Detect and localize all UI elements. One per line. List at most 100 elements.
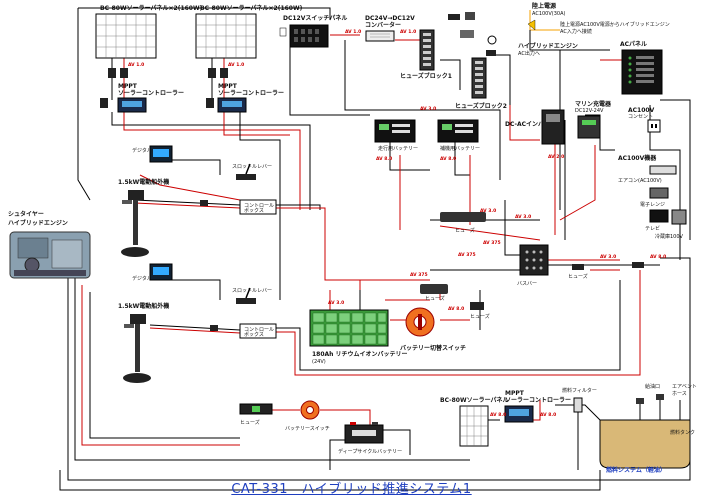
meter2-label: 補機用バッテリー (440, 145, 480, 152)
amp-label-4: AV 2.0 (548, 154, 564, 160)
fuel-filter: 燃料フィルター (562, 387, 597, 413)
amp-label-14: AV 375 (410, 272, 428, 278)
device-small (465, 12, 475, 20)
charger-label-b: DC12V-24V (575, 108, 604, 114)
solar3-label: BC-80Wソーラーパネル (440, 396, 509, 404)
amp-label-16: AV 8.0 (490, 412, 506, 418)
deepcycle-label: ディープサイクルバッテリー (338, 448, 402, 455)
amp-label-6: AV 8.0 (440, 156, 456, 162)
inverter-label: DC-ACインバーター (505, 120, 562, 128)
converter-label-b: コンバーター (365, 21, 401, 29)
fuse1-label: ヒューズ (455, 227, 475, 234)
battery-meter-2: 補機用バッテリー (437, 119, 480, 152)
ac-outlet: AC100V コンセント (628, 107, 661, 133)
fuse-small (632, 262, 644, 268)
ac-panel: ACパネル (620, 40, 663, 95)
solar-fuses: AV 1.0 AV 1.0 (108, 62, 244, 78)
mppt-controller-2: MPPT ソーラーコントローラー (217, 83, 284, 113)
fuseblock2-label: ヒューズブロック2 (455, 102, 507, 110)
solar-panel-1: BC-80Wソーラーパネル×2(160W) (95, 4, 203, 59)
amp-label-1: AV 1.0 (228, 62, 244, 68)
control-box-2: コントロール ボックス (239, 323, 277, 339)
converter-label-a: DC24V→DC12V (365, 15, 415, 22)
engine-label-a: シュタイヤー (8, 210, 44, 218)
solar2-label: BC-80Wソーラーパネル×2(160W) (200, 4, 303, 12)
device-small (448, 14, 460, 20)
ctrlbox2-label-b: ボックス (244, 331, 264, 338)
fuse-small (572, 264, 584, 270)
fuse3-label: ヒューズ (425, 295, 445, 302)
electric-motor-2: 1.5kW電動船外機 (118, 302, 169, 383)
dc-converter: DC24V→DC12V コンバーター (365, 15, 415, 42)
throttle1-label: スロットルレバー (232, 164, 272, 170)
dc12v-switch-panel: DC12Vスイッチパネル (279, 14, 347, 48)
solar1-label: BC-80Wソーラーパネル×2(160W) (100, 4, 203, 12)
dc-ac-inverter: DC-ACインバーター AV 2.0 (505, 109, 565, 160)
throttle-lever-2: スロットルレバー (232, 287, 272, 304)
amp-label-8: AV 3.0 (515, 214, 531, 220)
ctrl1-label-b: ソーラーコントローラー (118, 90, 184, 97)
battery-meter-1: 走行用バッテリー (374, 119, 418, 152)
fuse-small (470, 302, 484, 310)
monitor1-label: デジタル電圧計 (132, 147, 167, 154)
battswitch2-label: バッテリースイッチ (285, 426, 330, 432)
battery-switch-1: バッテリー切替スイッチ (400, 307, 466, 352)
fuse-block-2: ヒューズブロック2 (455, 57, 507, 110)
wires (59, 7, 691, 491)
fuse-block-small (206, 98, 214, 108)
vent3-label: ホース (672, 391, 687, 397)
shore-label-b: AC100V(30A) (532, 11, 566, 17)
amp-label-18: AV 3.0 (420, 106, 436, 112)
battswitch-label: バッテリー切替スイッチ (400, 344, 466, 352)
ctrlbox2-label-a: コントロール (244, 327, 274, 333)
hybrid-in-label: ハイブリッドエンジン (518, 42, 578, 50)
shunt-2 (420, 284, 448, 294)
outlet-label-a: AC100V (628, 107, 655, 114)
fueltank-label: 燃料タンク (670, 429, 695, 436)
amp-label-10: AV 8.0 (650, 254, 666, 260)
amp-label-17: AV 8.0 (540, 412, 556, 418)
ctrl3-label-a: MPPT (505, 390, 525, 397)
battery-switch-2: バッテリースイッチ (285, 400, 330, 432)
amp-label-15: AV 375 (458, 252, 476, 258)
shunt-1 (440, 212, 486, 222)
ctrlbox1-label-b: ボックス (244, 207, 264, 214)
fuse-block-small (100, 98, 108, 108)
switchpanel-label: DC12Vスイッチパネル (283, 14, 347, 22)
amp-label-0: AV 1.0 (128, 62, 144, 68)
page-title: CAT-331 ハイブリッド推進システム1 (231, 482, 472, 497)
device-gauge (487, 35, 497, 45)
hybrid-in2-label: AC出力へ (518, 50, 540, 57)
vent1-label: 給油口 (645, 383, 660, 390)
acdevices-label: AC100V機器 (618, 154, 657, 162)
ac-devices: AC100V機器 エアコン(AC100V) 電子レンジ テレビ 冷蔵庫100V (618, 154, 687, 240)
fuse-label-bottom: ヒューズ (240, 419, 260, 426)
amp-label-2: AV 1.0 (345, 29, 361, 35)
acdev3-label: テレビ (645, 225, 660, 232)
solar-panel-2: BC-80Wソーラーパネル×2(160W) (195, 4, 303, 59)
engine-label-b: ハイブリッドエンジン (8, 219, 68, 227)
vents: 給油口 エアベント ホース (636, 383, 697, 404)
ctrlbox1-label-a: コントロール (244, 203, 274, 209)
mppt-controller-1: MPPT ソーラーコントローラー (117, 83, 184, 113)
charger-label-a: マリン充電器 (575, 100, 612, 108)
electric-motor-1: 1.5kW電動船外機 (118, 178, 169, 257)
bottom-fuse: ヒューズ (239, 403, 273, 426)
amp-label-11: AV 3.0 (328, 300, 344, 306)
hybrid-engine: シュタイヤー ハイブリッドエンジン (8, 210, 91, 279)
amp-label-9: AV 3.0 (600, 254, 616, 260)
busbar-label: バスバー (517, 281, 537, 287)
throttle-lever-1: スロットルレバー (232, 163, 272, 180)
fuel-tank: 燃料タンク 燃料システム（軽油） (599, 419, 695, 474)
motor2-label: 1.5kW電動船外機 (118, 302, 169, 310)
busbar: バスバー (517, 244, 549, 287)
device-small (486, 50, 496, 56)
meter1-label: 走行用バッテリー (378, 145, 418, 152)
fuse-small (200, 200, 208, 206)
motor1-label: 1.5kW電動船外機 (118, 178, 169, 186)
acpanel-label: ACパネル (620, 40, 647, 48)
acdev2-label: 電子レンジ (640, 201, 665, 208)
outlet-label-b: コンセント (628, 114, 653, 120)
